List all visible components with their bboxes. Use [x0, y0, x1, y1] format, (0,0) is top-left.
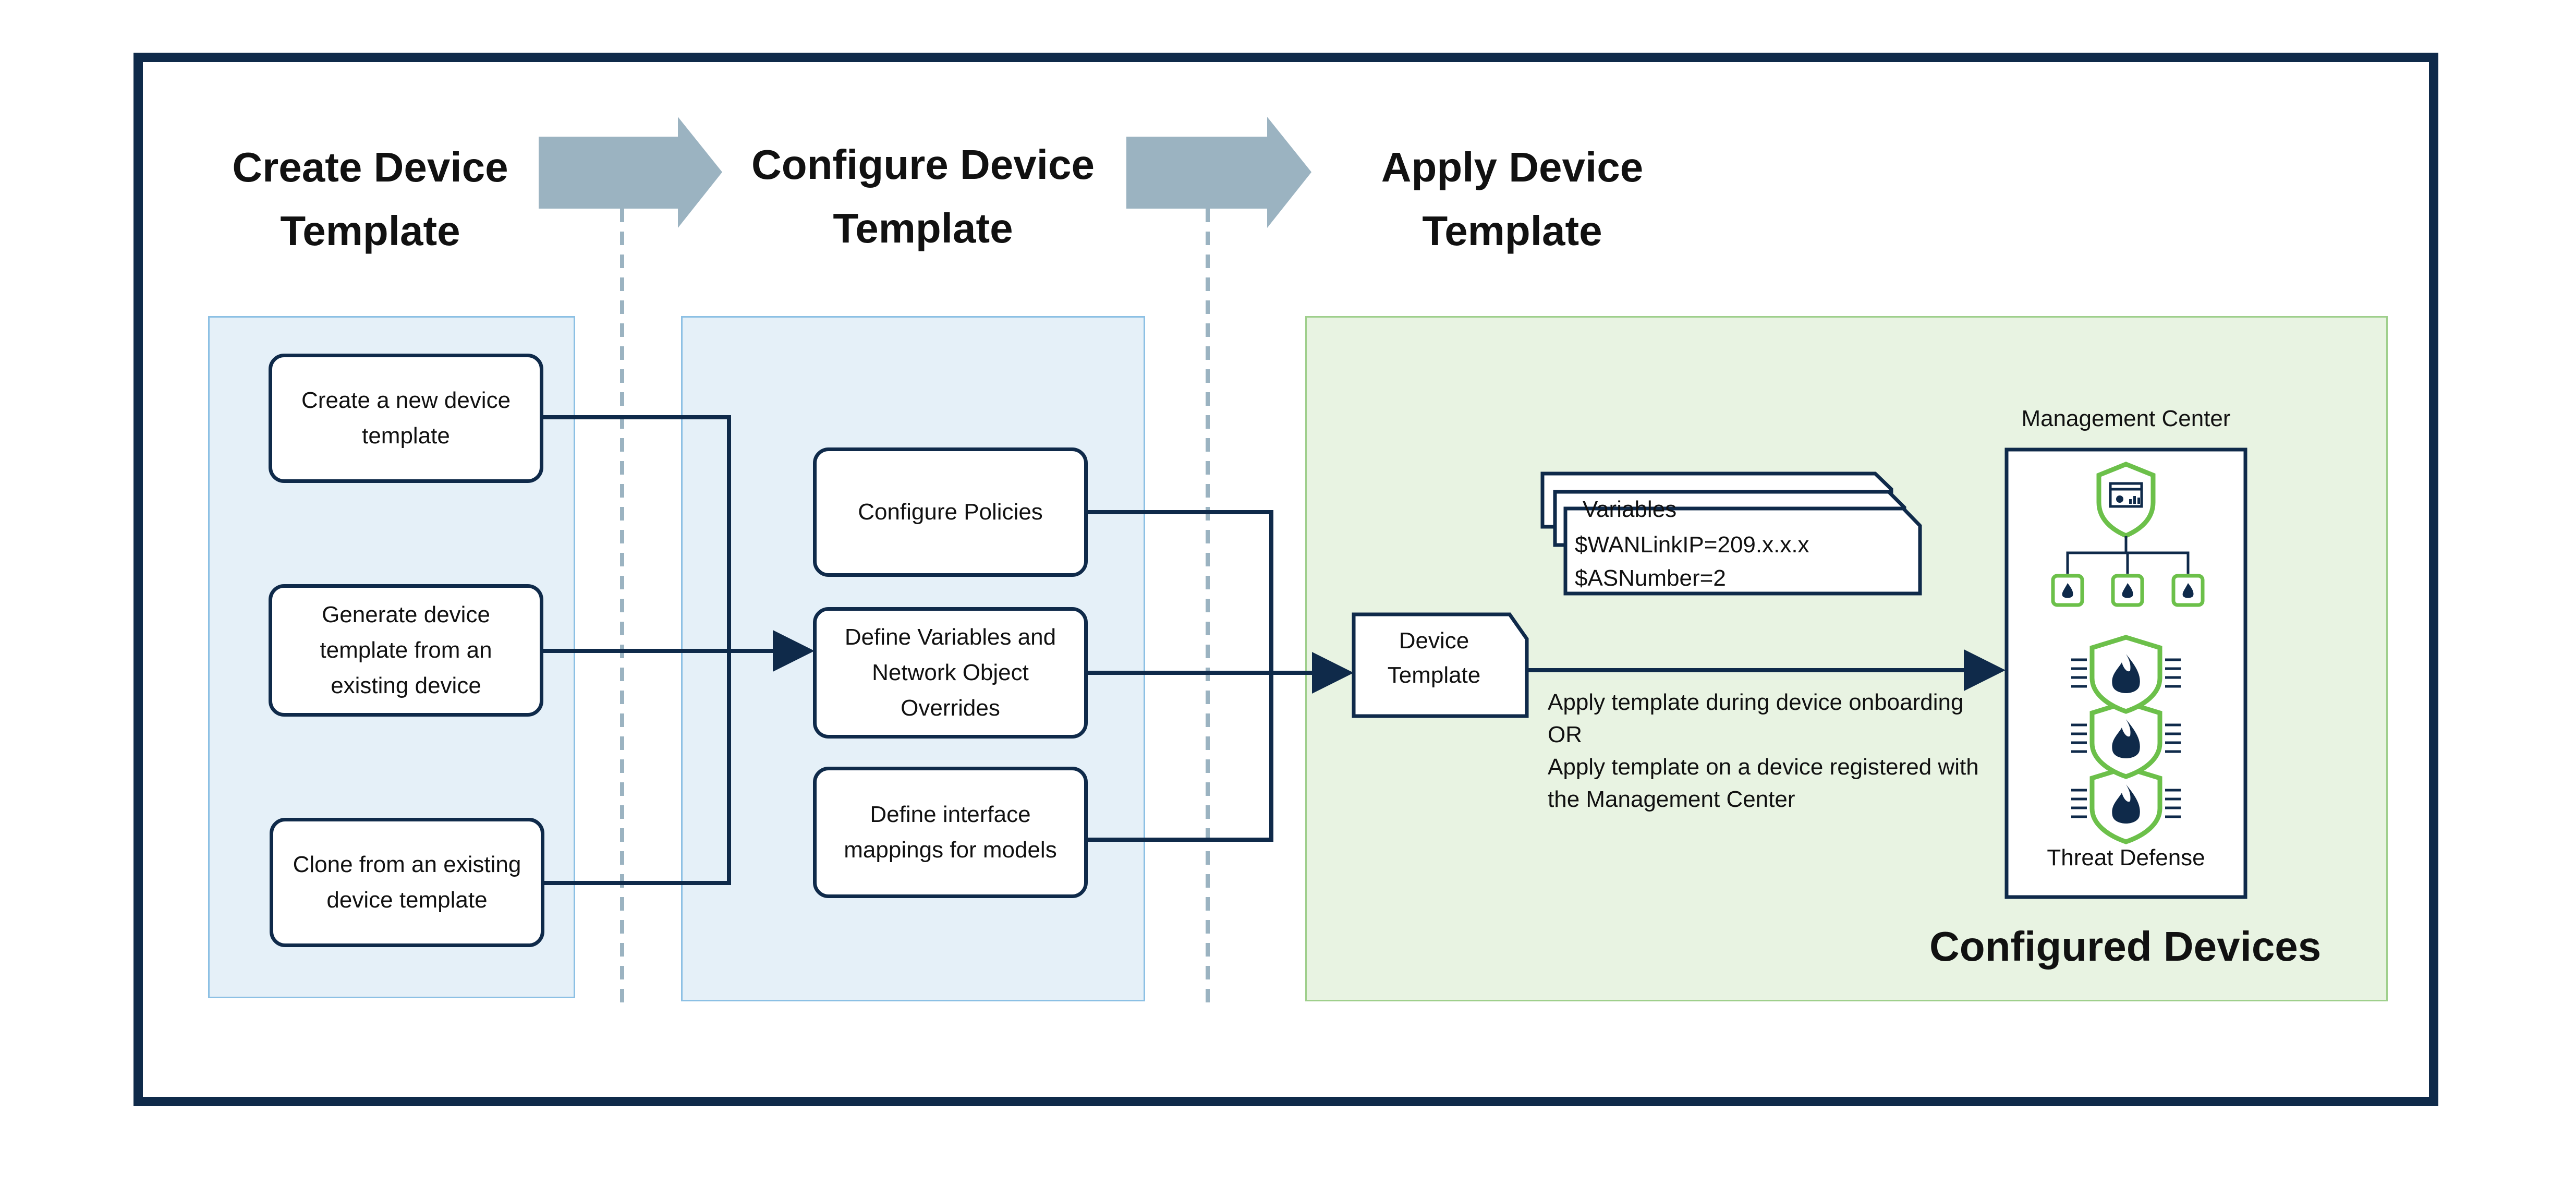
- create-option-new-label: Create a new device template: [301, 388, 511, 449]
- stage-header-create: Create Device Template: [198, 136, 542, 263]
- configure-step-interfaces-label: Define interface mappings for models: [844, 802, 1057, 863]
- management-center-label: Management Center: [2021, 406, 2231, 431]
- configure-step-policies: Configure Policies: [813, 447, 1088, 577]
- configure-step-interfaces: Define interface mappings for models: [813, 767, 1088, 898]
- create-option-from-device-label: Generate device template from an existin…: [320, 602, 492, 698]
- variables-card-title: Variables: [1583, 497, 1677, 522]
- apply-text-onboarding: Apply template during device onboarding: [1548, 689, 1964, 715]
- configure-step-policies-label: Configure Policies: [858, 499, 1043, 525]
- apply-text-registered: Apply template on a device registered wi…: [1548, 754, 1979, 780]
- stage-header-create-line2: Template: [280, 208, 460, 254]
- stage-arrow-2: [1126, 117, 1311, 228]
- configured-devices-label: Configured Devices: [1929, 923, 2322, 970]
- device-template-label: Device Template: [1387, 628, 1481, 688]
- create-option-from-device: Generate device template from an existin…: [269, 584, 543, 717]
- variables-card-line-asnumber: $ASNumber=2: [1575, 565, 1726, 591]
- configure-step-variables: Define Variables and Network Object Over…: [813, 607, 1088, 739]
- stage-arrow-1: [539, 117, 722, 228]
- create-connectors: [542, 415, 815, 885]
- firewall-icon: [2051, 574, 2205, 607]
- apply-text-or: OR: [1548, 722, 1582, 747]
- stage-header-apply-line2: Template: [1422, 208, 1602, 254]
- dashboard-icon: [2096, 462, 2156, 538]
- create-option-clone-label: Clone from an existing device template: [293, 852, 521, 913]
- variables-card-stack: [1540, 471, 1922, 596]
- apply-text-management-center: the Management Center: [1548, 786, 1795, 812]
- outer-frame: [133, 53, 2438, 1106]
- threat-defense-icon: [2071, 635, 2181, 844]
- device-template-doc: [1352, 612, 1529, 718]
- configure-connectors: [1088, 510, 1354, 842]
- management-tree-lines: [2066, 536, 2190, 574]
- stage-header-configure-line1: Configure Device: [751, 141, 1095, 188]
- create-option-new: Create a new device template: [269, 354, 543, 483]
- threat-defense-label: Threat Defense: [2047, 845, 2205, 870]
- stage-header-apply: Apply Device Template: [1335, 136, 1690, 263]
- create-option-clone: Clone from an existing device template: [270, 818, 544, 947]
- stage-header-configure-line2: Template: [833, 205, 1013, 251]
- stage-header-create-line1: Create Device: [232, 144, 508, 190]
- stage-header-apply-line1: Apply Device: [1381, 144, 1644, 190]
- configure-step-variables-label: Define Variables and Network Object Over…: [844, 624, 1056, 721]
- stage-header-configure: Configure Device Template: [730, 133, 1116, 260]
- variables-card-line-wanlinkip: $WANLinkIP=209.x.x.x: [1575, 532, 1809, 558]
